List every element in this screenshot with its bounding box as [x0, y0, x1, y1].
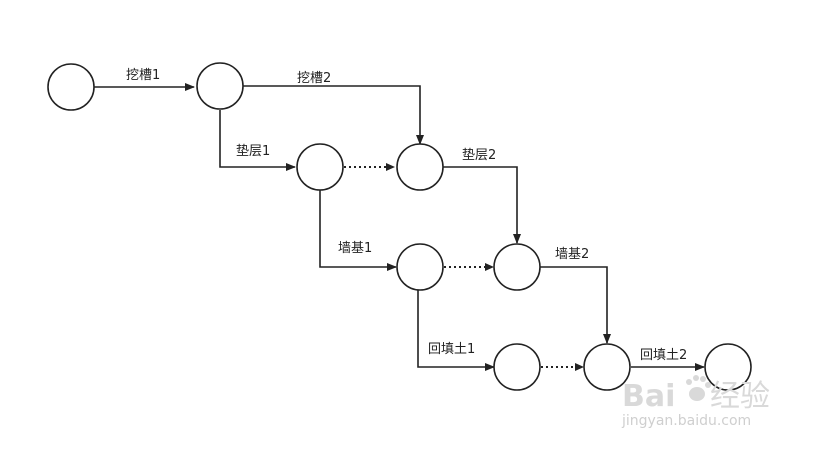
dummy-arrowhead-3: [575, 363, 584, 371]
arrow-dianceng1: [219, 110, 296, 171]
event-node-4: [396, 143, 444, 191]
watermark-brand-left: Bai: [622, 379, 675, 414]
event-node-1: [47, 63, 95, 111]
event-node-9: [704, 343, 752, 391]
arrow-wacao2: [243, 85, 424, 145]
dummy-arrowhead-1: [386, 163, 395, 171]
paw-logo-icon: [686, 375, 711, 401]
label-wacao2: 挖槽2: [297, 71, 331, 86]
event-node-3: [296, 143, 344, 191]
event-node-5: [396, 243, 444, 291]
event-node-8: [583, 343, 631, 391]
arrow-dianceng2: [443, 166, 521, 244]
label-qiangji2: 墙基2: [555, 247, 589, 262]
dummy-arrowhead-2: [485, 263, 494, 271]
label-dianceng1: 垫层1: [236, 143, 270, 159]
arrow-qiangji1: [319, 190, 397, 271]
label-huitiantu2: 回填土2: [640, 348, 687, 363]
watermark-brand-right: 经验: [710, 379, 770, 414]
event-node-7: [493, 343, 541, 391]
label-dianceng2: 垫层2: [462, 147, 496, 163]
watermark-url: jingyan.baidu.com: [621, 413, 751, 429]
event-node-2: [196, 62, 244, 110]
label-huitiantu1: 回填土1: [428, 342, 475, 357]
arrow-huitiantu1: [417, 290, 495, 371]
label-qiangji1: 墙基1: [338, 241, 372, 256]
label-wacao1: 挖槽1: [126, 68, 160, 83]
arrow-qiangji2: [540, 266, 611, 344]
watermark: Bai 经验 jingyan.baidu.com: [621, 375, 770, 429]
event-node-6: [493, 243, 541, 291]
